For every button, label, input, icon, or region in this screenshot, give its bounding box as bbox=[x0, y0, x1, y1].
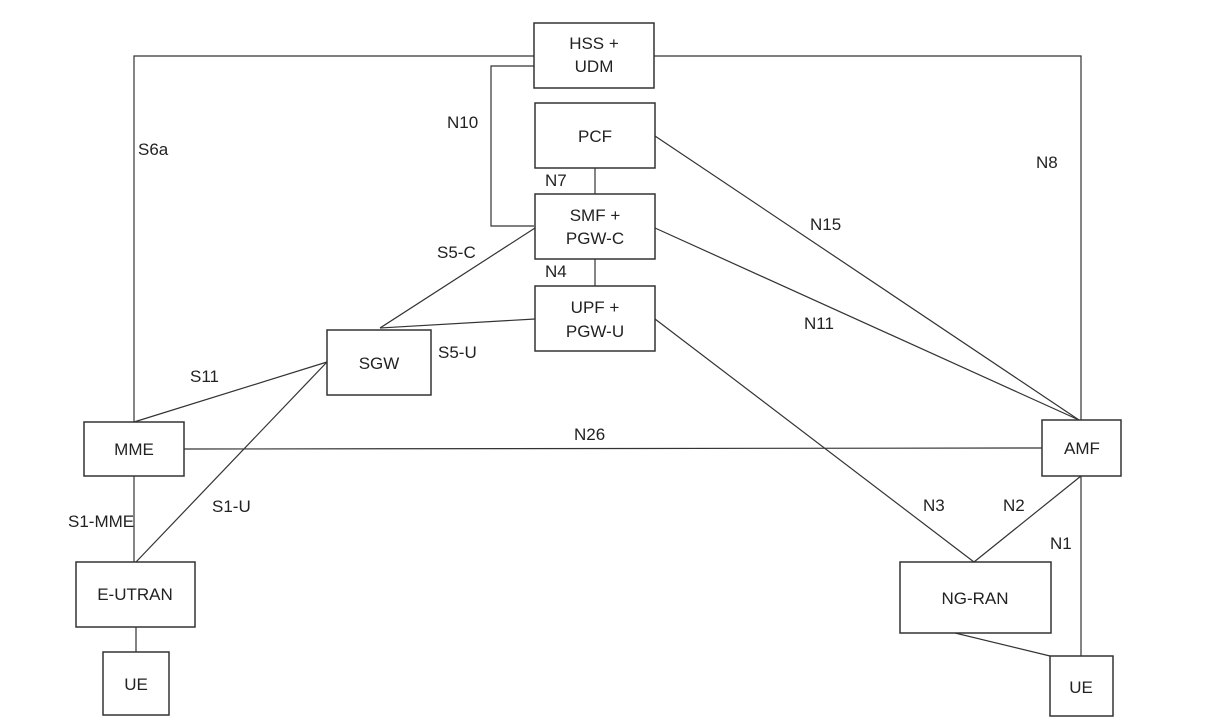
node-smf-pgwc-line1: SMF + bbox=[570, 206, 621, 225]
node-amf: AMF bbox=[1041, 419, 1122, 477]
node-ue-left-label: UE bbox=[124, 675, 148, 694]
link-label-n10: N10 bbox=[447, 113, 478, 132]
node-hss-udm: HSS + UDM bbox=[533, 22, 655, 89]
link-n11 bbox=[654, 227, 1080, 421]
link-label-n26: N26 bbox=[574, 425, 605, 444]
link-label-s5c: S5-C bbox=[437, 243, 476, 262]
node-smf-pgwc: SMF + PGW-C bbox=[534, 193, 656, 260]
link-ngran-ue bbox=[954, 632, 1051, 657]
node-upf-pgwu-line2: PGW-U bbox=[566, 322, 624, 341]
link-n10 bbox=[490, 65, 534, 227]
link-label-n11: N11 bbox=[804, 314, 834, 333]
link-s5c bbox=[379, 227, 536, 329]
link-n15 bbox=[654, 135, 1080, 421]
node-hss-udm-line1: HSS + bbox=[569, 34, 619, 53]
link-s6a bbox=[133, 55, 534, 422]
node-mme: MME bbox=[83, 421, 185, 477]
link-label-s11: S11 bbox=[190, 367, 219, 386]
node-sgw: SGW bbox=[326, 329, 432, 396]
link-s11 bbox=[133, 361, 328, 423]
link-n8 bbox=[654, 55, 1082, 420]
link-label-n8: N8 bbox=[1036, 153, 1058, 172]
link-labels: S6a N8 N10 N7 N15 S5-C N4 N11 S5-U S11 N… bbox=[68, 113, 1072, 553]
node-sgw-label: SGW bbox=[359, 354, 400, 373]
link-label-n1: N1 bbox=[1050, 534, 1072, 553]
link-label-s1mme: S1-MME bbox=[68, 512, 134, 531]
links bbox=[133, 55, 1082, 657]
link-label-s6a: S6a bbox=[138, 140, 169, 159]
node-upf-pgwu: UPF + PGW-U bbox=[534, 285, 656, 352]
link-n3 bbox=[654, 318, 975, 563]
node-ngran: NG-RAN bbox=[899, 561, 1052, 634]
node-upf-pgwu-line1: UPF + bbox=[571, 298, 620, 317]
link-label-s5u: S5-U bbox=[438, 343, 477, 362]
node-mme-label: MME bbox=[114, 440, 154, 459]
link-label-s1u: S1-U bbox=[212, 497, 251, 516]
link-s5u bbox=[379, 318, 536, 329]
link-label-n2: N2 bbox=[1003, 496, 1025, 515]
node-eutran-label: E-UTRAN bbox=[97, 585, 173, 604]
node-eutran: E-UTRAN bbox=[75, 561, 196, 628]
link-label-n15: N15 bbox=[810, 215, 841, 234]
node-amf-label: AMF bbox=[1064, 439, 1100, 458]
link-label-n7: N7 bbox=[545, 171, 567, 190]
node-ngran-label: NG-RAN bbox=[941, 589, 1008, 608]
link-n26 bbox=[183, 447, 1043, 450]
node-smf-pgwc-line2: PGW-C bbox=[566, 229, 624, 248]
link-label-n3: N3 bbox=[923, 496, 945, 515]
node-hss-udm-line2: UDM bbox=[575, 57, 614, 76]
node-ue-right: UE bbox=[1049, 655, 1114, 717]
link-s1u bbox=[135, 361, 328, 563]
link-n2 bbox=[973, 475, 1082, 563]
node-pcf: PCF bbox=[534, 102, 656, 169]
node-ue-right-label: UE bbox=[1069, 678, 1093, 697]
link-label-n4: N4 bbox=[545, 262, 567, 281]
node-ue-left: UE bbox=[102, 651, 170, 716]
node-pcf-label: PCF bbox=[578, 127, 612, 146]
